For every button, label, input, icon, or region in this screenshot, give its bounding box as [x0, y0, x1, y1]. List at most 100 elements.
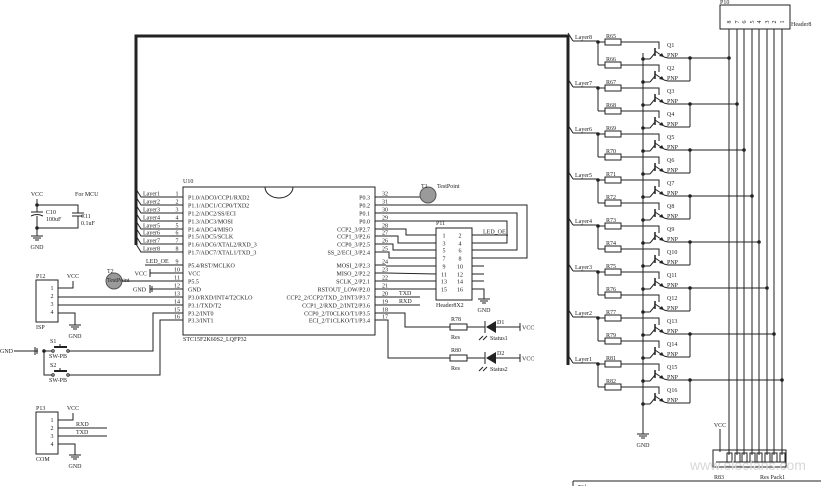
p12-part: ISP: [36, 325, 45, 331]
vcc-label: VCC: [67, 406, 79, 412]
junction-dot: [641, 218, 645, 222]
wire: [58, 413, 74, 421]
junction-dot: [742, 148, 746, 152]
u10-pin-number: 10: [174, 268, 180, 274]
led-resistor-ref: R78: [451, 317, 461, 323]
c10-ref: C10: [46, 210, 56, 216]
pnp-arrow-icon: [659, 53, 664, 57]
p10-pin-number: 6: [742, 21, 748, 24]
u10-pin-name: P1.3/ADC3/MOSI: [188, 220, 233, 226]
u10-pin-name: P5.4/RST/MCLKO: [188, 264, 236, 270]
junction-dot: [641, 264, 645, 268]
vcc-label: VCC: [135, 272, 147, 278]
pnp-arrow-icon: [659, 168, 664, 172]
u10-pin-name: CCP1_2/RXD_2/INT2/P3.6: [302, 304, 370, 310]
led-diode-ref: D1: [497, 320, 504, 326]
layer-bus: [134, 34, 570, 365]
resistor-ref: R66: [606, 57, 616, 63]
layer-net-label: Layer6: [575, 127, 592, 133]
transistor-emitter: [649, 282, 656, 290]
layer-net-label: Layer2: [143, 200, 160, 206]
wire: [663, 125, 669, 128]
respack-part: Res Pack1: [760, 475, 785, 481]
u10-pin-number: 29: [382, 216, 388, 222]
junction-dot: [641, 310, 645, 314]
c10-plate: [30, 214, 44, 217]
junction-dot: [641, 241, 645, 245]
led-diode-ref: D2: [497, 351, 504, 357]
s2-part: SW-PB: [49, 378, 67, 384]
u10-pin-name: P3.3/INT1: [188, 319, 214, 325]
wire: [621, 386, 660, 394]
u10-pin-name: P3.2/INT0: [188, 312, 214, 318]
transistor-ref: Q10: [667, 250, 677, 256]
layer-net-wire: [135, 204, 172, 214]
transistor-emitter: [649, 167, 656, 175]
p11-pin-number: 11: [441, 273, 447, 279]
transistor-emitter: [649, 144, 656, 152]
layer-net-wire: [567, 354, 574, 364]
s1-ref: S1: [50, 339, 56, 345]
wire: [69, 312, 172, 352]
wire: [663, 102, 669, 105]
u10-pin-name: P3.1/TXD/T2: [188, 304, 221, 310]
layer-net-wire: [567, 124, 574, 134]
junction-dot: [641, 287, 645, 291]
u10-pin-number: 28: [382, 224, 388, 230]
p10-pin-number: 1: [780, 21, 786, 24]
pnp-arrow-icon: [659, 398, 664, 402]
wire: [621, 179, 660, 187]
u10-pin-name: P1.0/ADC0/CCP1/RXD2: [188, 196, 250, 202]
u10-ref: U10: [183, 179, 193, 185]
u10-pin-name: CCP1_3/P2.6: [337, 235, 370, 241]
transistor-ref: Q6: [667, 158, 674, 164]
transistor-emitter: [649, 190, 656, 198]
layer-net-wire: [135, 243, 172, 253]
p11-pin-number: 14: [457, 280, 463, 286]
p10-pin-number: 8: [727, 21, 733, 24]
junction-dot: [750, 194, 754, 198]
u10-pin-name: CCP2_3/P2.7: [337, 228, 370, 234]
junction-dot: [641, 126, 645, 130]
pnp-arrow-icon: [659, 352, 664, 356]
layer-net-label: Layer8: [143, 247, 160, 253]
pnp-arrow-icon: [659, 283, 664, 287]
vcc-label: VCC: [31, 192, 43, 198]
p12-header: [35, 279, 59, 323]
p11-pin-number: 6: [459, 249, 462, 255]
resistor-ref: R82: [606, 379, 616, 385]
p11-pin-number: 12: [457, 273, 463, 279]
led-status-label: Status2: [490, 367, 508, 373]
resistor-ref: R75: [606, 264, 616, 270]
p12-pin-number: 1: [51, 286, 54, 292]
c10-value: 100uF: [46, 217, 62, 223]
transistor-ref: Q11: [667, 273, 677, 279]
transistor-emitter: [649, 259, 656, 267]
u10-pin-name: P0.3: [359, 196, 370, 202]
p10-ref: P10: [720, 0, 729, 6]
transistor-type: PNP: [667, 352, 679, 358]
junction-dot: [757, 240, 761, 244]
p13-part: COM: [36, 457, 50, 463]
p11-pin-number: 3: [443, 242, 446, 248]
p11-pin-number: 8: [459, 257, 462, 263]
junction-dot: [641, 103, 645, 107]
led-resistor: [449, 354, 468, 362]
wire: [663, 401, 669, 404]
pnp-arrow-icon: [659, 145, 664, 149]
wire: [663, 355, 669, 358]
u10-pin-number: 3: [176, 208, 179, 214]
transistor-type: PNP: [667, 237, 679, 243]
net-label-txd: TXD: [76, 430, 89, 436]
layer-net-wire: [567, 170, 574, 180]
transistor-emitter: [649, 397, 656, 405]
switch-contact: [66, 349, 70, 353]
junction-dot: [641, 379, 645, 383]
p12-pin-number: 3: [51, 302, 54, 308]
switch-contact: [51, 349, 55, 353]
net-label-rxd: RXD: [399, 299, 412, 305]
wire: [663, 263, 669, 266]
layer-net-wire: [567, 78, 574, 88]
layer-net-wire: [135, 235, 172, 245]
